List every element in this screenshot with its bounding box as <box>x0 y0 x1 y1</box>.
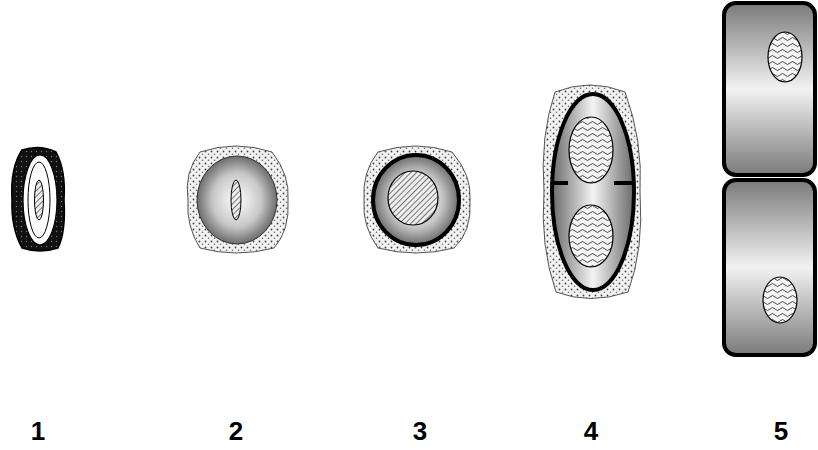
stage-1-cell <box>12 147 65 251</box>
stage-5-cells <box>724 3 815 355</box>
stage-number: 4 <box>584 418 598 444</box>
stage-4-cell <box>543 85 641 299</box>
stage-2-cell <box>187 146 288 253</box>
stage-number: 3 <box>413 418 427 444</box>
stage-number: 2 <box>229 418 243 444</box>
stage-3-cell <box>364 146 470 253</box>
stage-number: 5 <box>774 418 788 444</box>
stage-number: 1 <box>31 418 45 444</box>
